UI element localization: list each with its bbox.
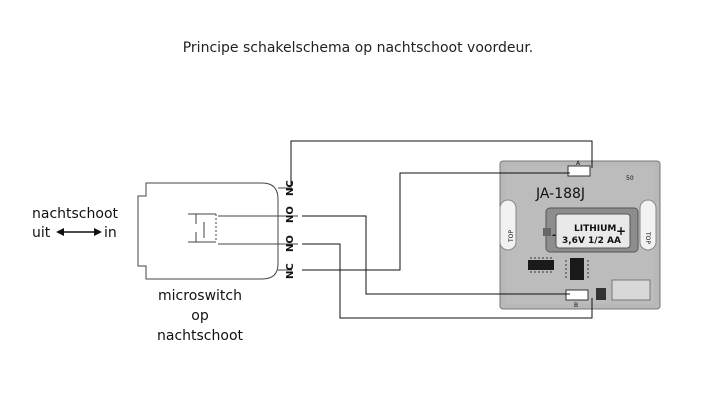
wire-nc-bottom [302, 172, 570, 271]
top-label-left: TOP [508, 230, 515, 243]
battery-minus: - [552, 230, 556, 241]
terminal-b-label: B [574, 302, 578, 309]
module-name: JA-188J [535, 186, 585, 202]
battery-spec: 3,6V 1/2 AA [562, 236, 621, 246]
battery-type: LITHIUM [574, 224, 616, 234]
chip-left [528, 257, 554, 273]
terminal-no-2: NO [285, 235, 296, 252]
top-label-right: TOP [644, 231, 651, 244]
nachtschoot-label: nachtschoot [32, 206, 119, 222]
double-arrow-icon [56, 228, 102, 236]
wires [290, 140, 593, 319]
battery-plus: + [616, 224, 626, 238]
wire-nc-top [290, 140, 593, 186]
terminal-nc-top: NC [285, 180, 296, 196]
ja188j-module: TOP TOP 50 JA-188J LITHIUM 3,6V 1/2 AA +… [499, 160, 661, 310]
microswitch-body [137, 182, 279, 280]
wire-no-2 [302, 243, 593, 319]
in-label: in [104, 225, 117, 241]
switch-caption-3: nachtschoot [157, 328, 244, 344]
switch-caption-2: op [191, 308, 209, 324]
corner-mark: 50 [626, 175, 634, 182]
diagram-title: Principe schakelschema op nachtschoot vo… [182, 40, 534, 56]
terminal-a-label: A [576, 160, 581, 167]
terminal-pins [218, 187, 298, 271]
switch-caption-1: microswitch [158, 288, 242, 304]
uit-label: uit [32, 225, 51, 241]
terminal-nc-bottom: NC [285, 263, 296, 279]
terminal-no-1: NO [285, 206, 296, 223]
chip-center [565, 258, 589, 280]
wire-no-1 [302, 215, 570, 295]
